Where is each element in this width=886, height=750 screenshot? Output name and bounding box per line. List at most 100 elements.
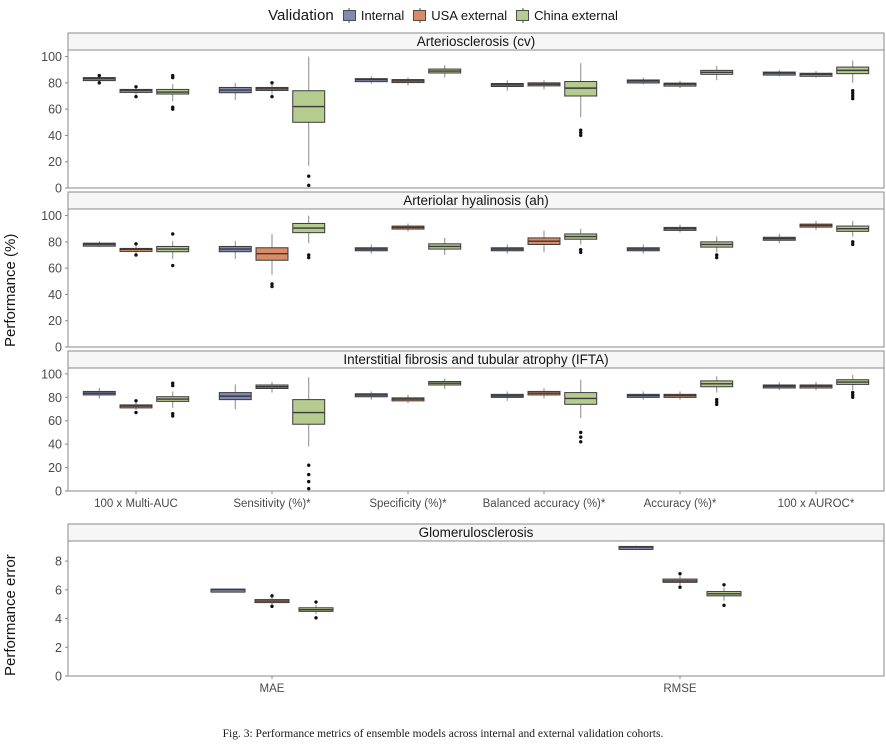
- boxplot-box: [391, 77, 425, 86]
- boxplot-box: [119, 85, 153, 99]
- outlier-point: [307, 255, 311, 260]
- y-tick-label: 80: [48, 76, 62, 90]
- boxplot-box: [527, 80, 561, 90]
- outlier-point: [851, 89, 855, 93]
- y-tick-label: 40: [48, 288, 62, 302]
- boxplot-box: [292, 215, 326, 260]
- y-tick-label: 8: [55, 555, 62, 569]
- outlier-point: [307, 253, 311, 257]
- outlier-point: [579, 440, 583, 444]
- y-tick-label: 0: [55, 485, 62, 499]
- outlier-point: [851, 390, 855, 395]
- panel-plot-area: [67, 49, 885, 189]
- outlier-point: [307, 183, 311, 188]
- outlier-point: [851, 91, 855, 96]
- boxplot-box: [218, 82, 252, 100]
- boxplot-box: [255, 233, 289, 289]
- boxplot-box: [354, 244, 388, 254]
- panel-plot-area: [67, 367, 885, 492]
- x-tick-label: MAE: [260, 683, 285, 695]
- outlier-point: [134, 399, 138, 403]
- y-tick-label: 20: [48, 155, 62, 169]
- legend-label-usa-external: USA external: [431, 7, 508, 23]
- panel-title: Arteriosclerosis (cv): [417, 34, 536, 49]
- boxplot-box: [292, 377, 326, 491]
- figure-caption: Fig. 3: Performance metrics of ensemble …: [222, 728, 664, 740]
- boxplot-box: [210, 588, 246, 593]
- outlier-point: [579, 248, 583, 252]
- boxplot-box: [564, 63, 598, 138]
- outlier-point: [171, 383, 175, 388]
- y-tick-label: 0: [55, 670, 62, 684]
- outlier-point: [270, 594, 274, 598]
- boxplot-box: [618, 545, 654, 550]
- boxplot-box: [255, 382, 289, 393]
- y-tick-label: 80: [48, 391, 62, 405]
- boxplot-box: [799, 382, 833, 391]
- boxplot-box: [706, 583, 742, 608]
- outlier-point: [307, 486, 311, 491]
- boxplot-box: [700, 65, 734, 81]
- outlier-point: [314, 600, 318, 604]
- y-tick-label: 40: [48, 129, 62, 143]
- legend-key-internal: [342, 9, 356, 21]
- panel-title: Glomerulosclerosis: [419, 525, 534, 540]
- outlier-point: [307, 479, 311, 484]
- boxplot-box: [564, 228, 598, 255]
- outlier-point: [270, 284, 274, 289]
- outlier-point: [678, 572, 682, 576]
- outlier-point: [579, 250, 583, 255]
- outlier-point: [171, 232, 175, 236]
- boxplot-box: [662, 572, 698, 589]
- y-tick-label: 40: [48, 438, 62, 452]
- boxplot-box: [82, 73, 116, 85]
- boxplot-box: [82, 241, 116, 248]
- boxplot-box: [218, 241, 252, 259]
- outlier-point: [134, 253, 138, 257]
- boxplot-box: [700, 236, 734, 260]
- outlier-point: [851, 94, 855, 98]
- legend: Validation Internal USA external China e…: [0, 2, 886, 28]
- outlier-point: [678, 585, 682, 589]
- y-tick-label: 80: [48, 235, 62, 249]
- boxplot-box: [762, 233, 796, 244]
- outlier-point: [851, 242, 855, 247]
- outlier-point: [270, 94, 274, 99]
- outlier-point: [171, 381, 175, 385]
- legend-label-internal: Internal: [360, 7, 405, 23]
- y-tick-label: 0: [55, 182, 62, 196]
- outlier-point: [171, 73, 175, 78]
- boxplot-box: [799, 71, 833, 78]
- outlier-point: [579, 435, 583, 439]
- panel-title: Interstitial fibrosis and tubular atroph…: [343, 352, 608, 367]
- boxplot-box: [527, 230, 561, 253]
- boxplot-box: [663, 391, 697, 400]
- legend-item-china-external: China external: [516, 8, 618, 23]
- outlier-point: [722, 603, 726, 608]
- y-tick-label: 20: [48, 461, 62, 475]
- outlier-point: [97, 73, 101, 78]
- panel-plot-area: [67, 540, 885, 677]
- outlier-point: [171, 411, 175, 416]
- outlier-point: [851, 240, 855, 244]
- outlier-point: [270, 604, 274, 609]
- outlier-point: [307, 174, 311, 178]
- x-tick-label: Accuracy (%)*: [644, 498, 717, 510]
- boxplot-box: [298, 600, 334, 620]
- boxplot-box: [762, 382, 796, 391]
- y-tick-label: 100: [41, 50, 62, 64]
- boxplot-box: [156, 381, 190, 418]
- boxplot-box: [762, 69, 796, 77]
- outlier-point: [715, 400, 719, 404]
- boxplot-box: [391, 223, 425, 232]
- boxplot-box: [119, 242, 153, 257]
- x-tick-label: RMSE: [663, 683, 697, 695]
- boxplot-box: [354, 76, 388, 84]
- boxplot-box: [255, 81, 289, 99]
- boxplot-box: [490, 80, 524, 91]
- outlier-point: [171, 263, 175, 268]
- y-tick-label: 2: [55, 641, 62, 655]
- outlier-point: [851, 96, 855, 101]
- boxplot-box: [663, 80, 697, 89]
